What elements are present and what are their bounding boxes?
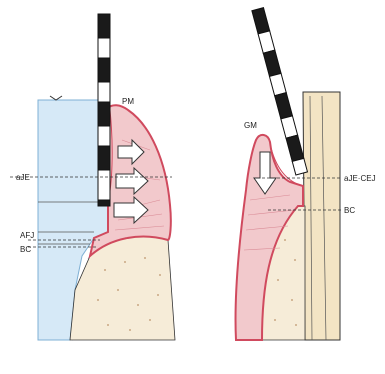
tooth-panel: GM aJE·CEJ BC: [235, 8, 375, 340]
label-afj: AFJ: [20, 231, 34, 240]
label-bc-right: BC: [344, 206, 355, 215]
label-gm: GM: [244, 121, 257, 130]
label-aje-cej: aJE·CEJ: [344, 174, 376, 183]
tooth-body: [303, 92, 340, 340]
label-pm: PM: [122, 97, 134, 106]
implant-top-mark: [50, 96, 62, 100]
label-aje-left: aJE: [16, 173, 30, 182]
implant-panel: PM aJE AFJ BC: [10, 14, 175, 340]
implant-bone: [70, 237, 175, 340]
implant-pressure-arrows: [114, 140, 148, 223]
implant-probe: [98, 14, 110, 206]
label-bc-left: BC: [20, 245, 31, 254]
